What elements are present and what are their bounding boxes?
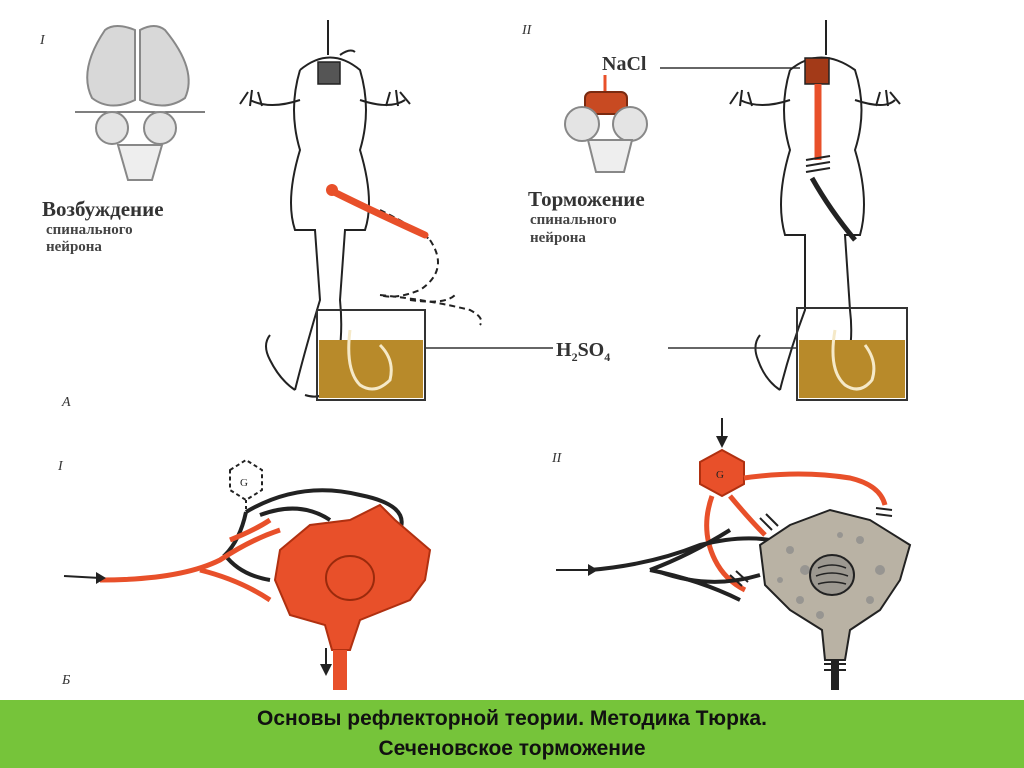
frog-left	[239, 20, 483, 398]
inhibitory-cell-left: G	[229, 458, 263, 512]
stimulated-nerve-left	[326, 186, 429, 239]
label-excitation-line2: спинального	[46, 222, 133, 238]
roman-numeral-a2: II	[521, 23, 533, 38]
frog-left-head	[317, 49, 356, 85]
inhibitory-cell-right: G	[699, 448, 745, 498]
roman-numeral-a1: I	[39, 33, 46, 48]
label-excitation-title: Возбуждение	[42, 197, 164, 221]
sciatic-nerve-right	[809, 176, 857, 242]
frog-right	[729, 20, 901, 391]
black-fibers-right	[589, 528, 771, 602]
spinal-ligatures	[805, 155, 831, 173]
cell-letter-left: G	[240, 477, 248, 489]
caption-line-1: Основы рефлекторной теории. Методика Тюр…	[257, 707, 767, 730]
brain-right	[564, 91, 648, 173]
frog-right-head	[804, 57, 830, 85]
label-excitation-line3: нейрона	[46, 239, 102, 255]
roman-numeral-b1: I	[57, 459, 64, 474]
inhibitory-fibers-right	[704, 471, 888, 593]
beaker-right	[796, 307, 908, 401]
input-arrow-left	[63, 572, 106, 584]
panel-letter-a: A	[61, 395, 71, 410]
brain-left	[75, 25, 205, 181]
roman-numeral-b2: II	[551, 451, 563, 466]
diagram-figure: I Возбуждение спинального нейрона A II N…	[39, 20, 912, 690]
beaker-left	[316, 309, 426, 401]
motor-neuron-right	[758, 508, 912, 690]
caption-bar: Основы рефлекторной теории. Методика Тюр…	[0, 700, 1024, 768]
excitatory-fibers-left	[99, 517, 281, 603]
panel-letter-b: Б	[61, 673, 70, 688]
synapse-ticks-right	[729, 507, 893, 587]
cell-letter-right: G	[716, 469, 724, 481]
input-arrow-right	[556, 564, 598, 576]
label-inhibition-title: Торможение	[528, 187, 645, 211]
input-arrow-top-right	[716, 418, 728, 448]
output-arrow-left	[320, 648, 332, 676]
motor-neuron-left	[273, 503, 432, 690]
caption-line-2: Сеченовское торможение	[378, 737, 646, 760]
label-inhibition-line3: нейрона	[530, 230, 586, 246]
label-inhibition-line2: спинального	[530, 212, 617, 228]
nacl-label: NaCl	[602, 53, 647, 75]
acid-label: H2SO4	[556, 339, 610, 364]
